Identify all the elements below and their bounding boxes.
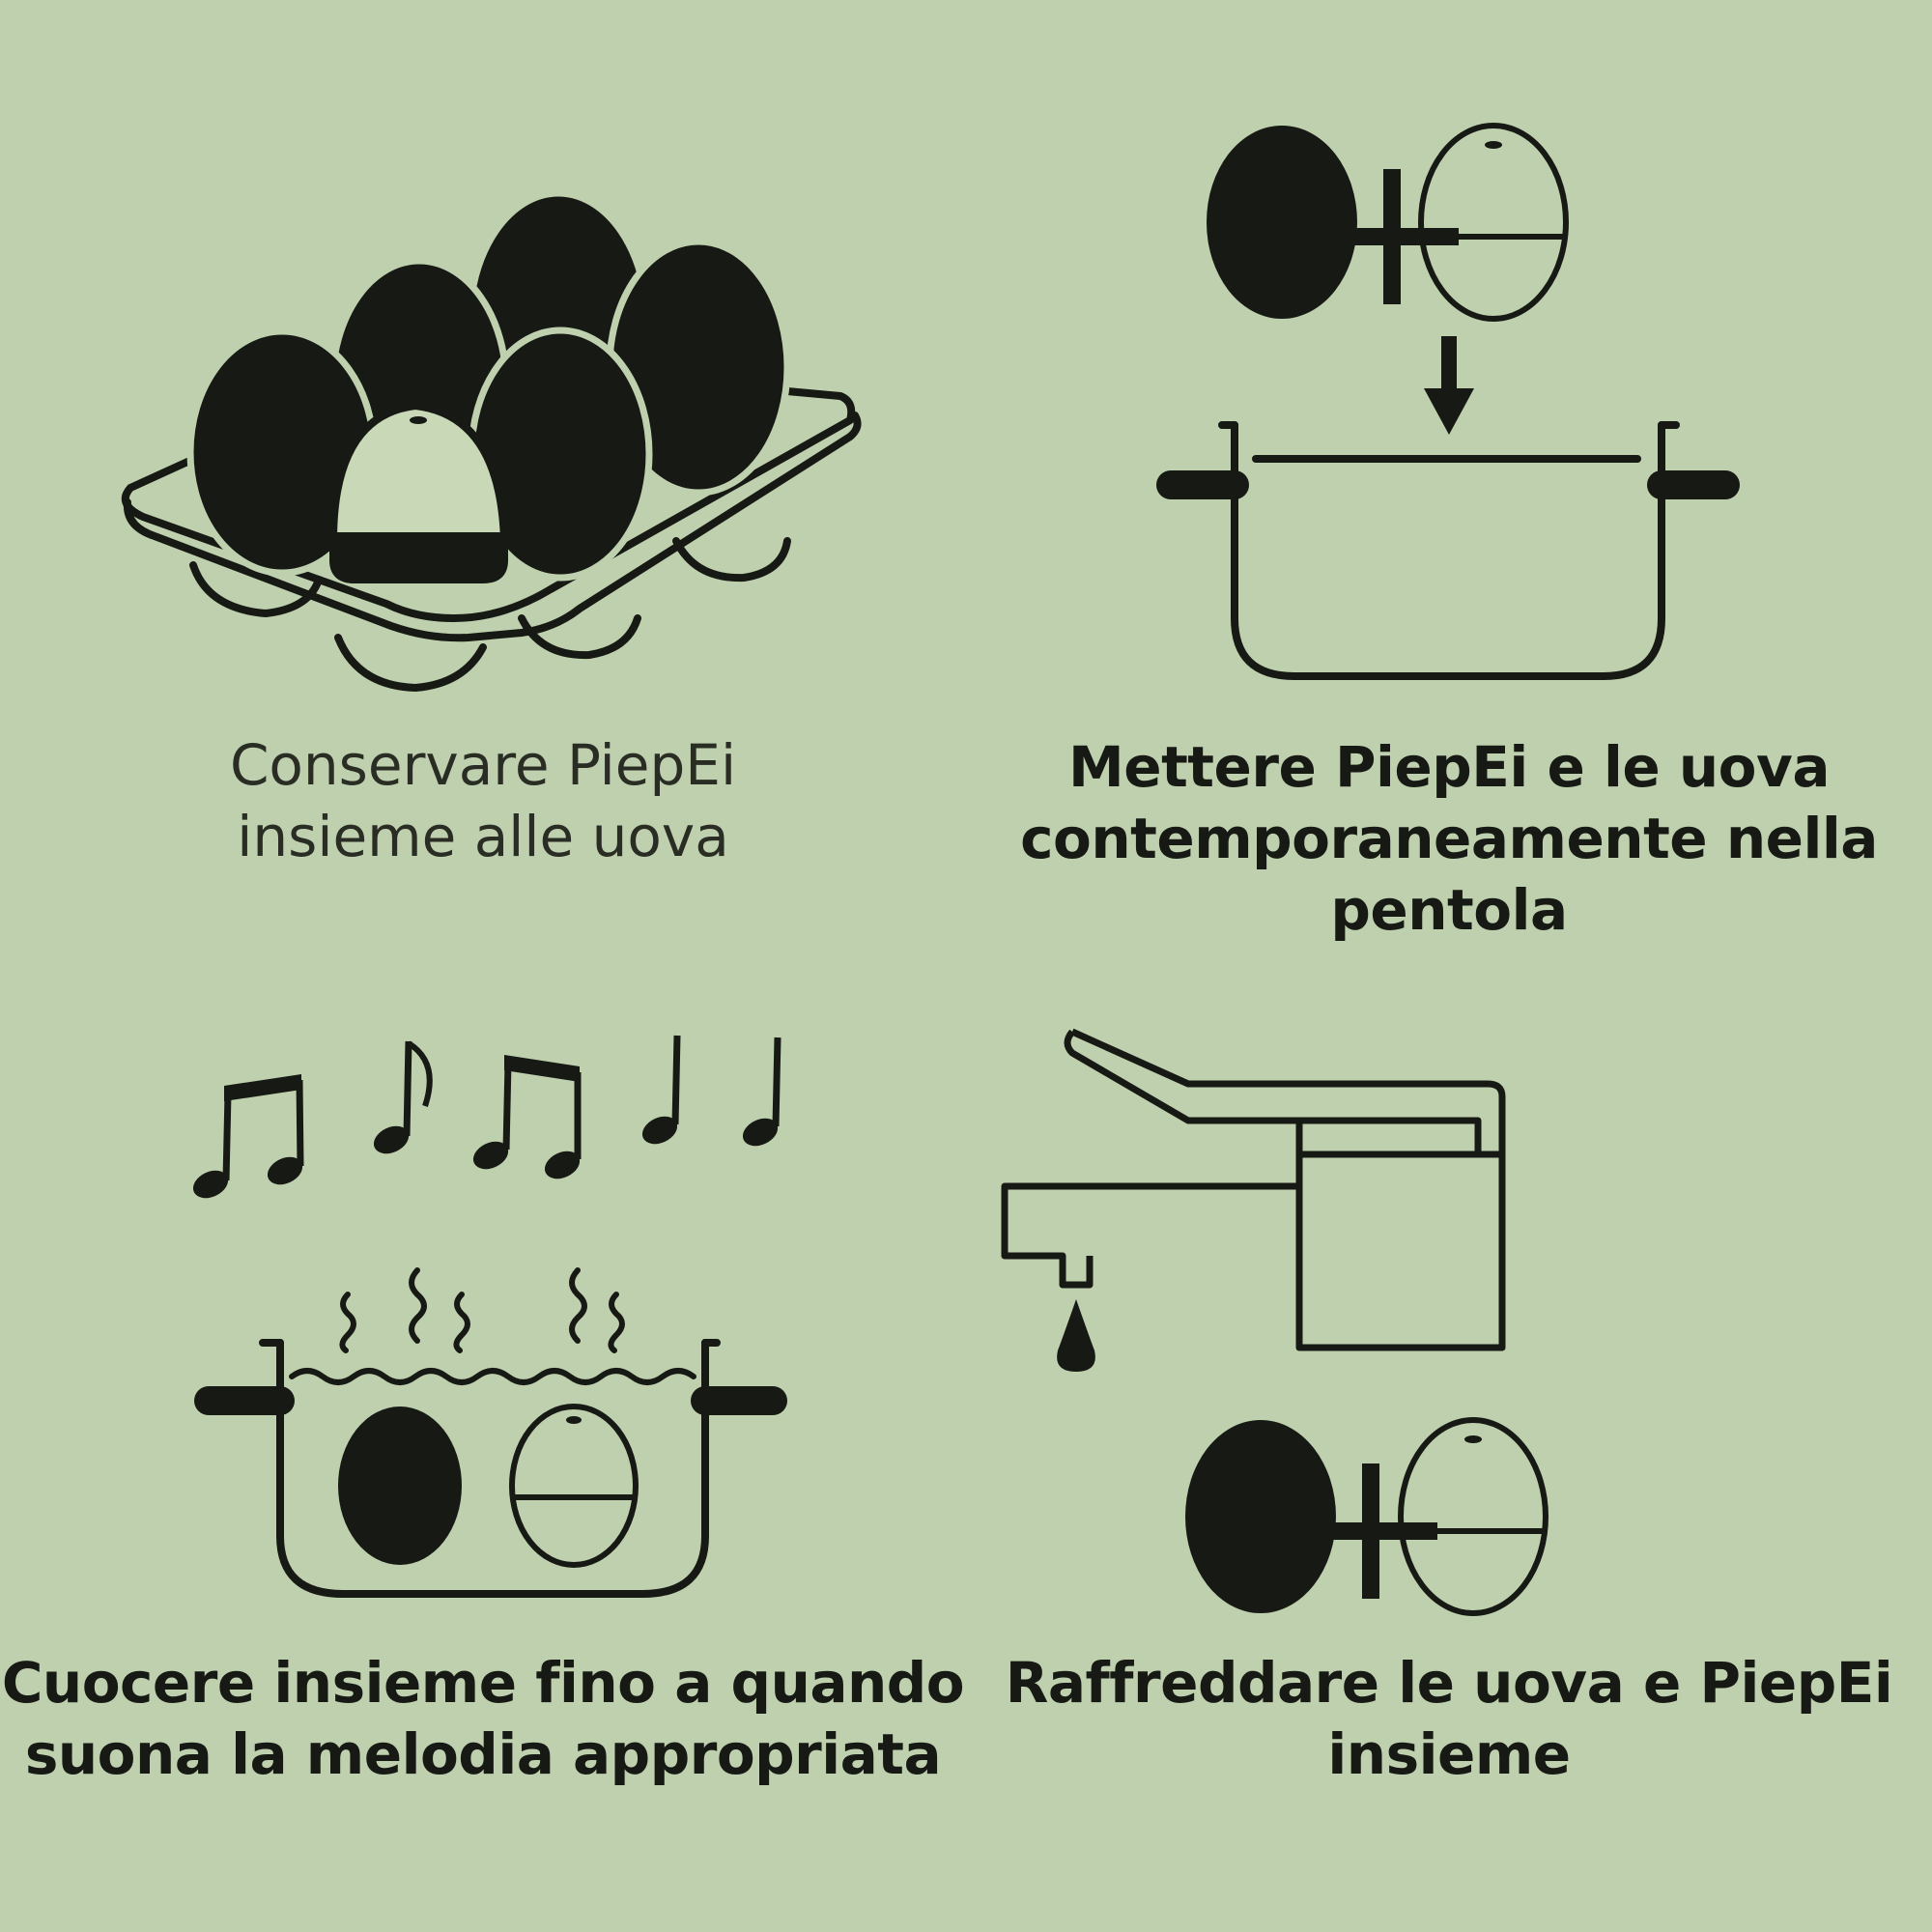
water-drop-icon: [1057, 1299, 1095, 1372]
step-boil: Cuocere insieme fino a quando suona la m…: [0, 966, 966, 1932]
caption-step-2: Mettere PiepEi e le uova contemporaneame…: [1020, 734, 1878, 943]
caption-step-4: Raffreddare le uova e PiepEi insieme: [1005, 1650, 1893, 1787]
boiling-pot-melody-icon: [192, 1035, 787, 1598]
music-notes-icon: [192, 1035, 781, 1199]
faucet-cooling-icon: [1001, 1028, 1548, 1616]
caption-step-1: Conservare PiepEi insieme alle uova: [229, 732, 737, 869]
eggs-into-pot-icon: [1156, 123, 1740, 680]
caption-step-3: Cuocere insieme fino a quando suona la m…: [1, 1650, 965, 1787]
egg-carton-icon: [121, 189, 862, 692]
step-cool: Raffreddare le uova e PiepEi insieme: [966, 966, 1932, 1932]
step-into-pot: Mettere PiepEi e le uova contemporaneame…: [966, 0, 1932, 966]
step-store: Conservare PiepEi insieme alle uova: [0, 0, 966, 966]
